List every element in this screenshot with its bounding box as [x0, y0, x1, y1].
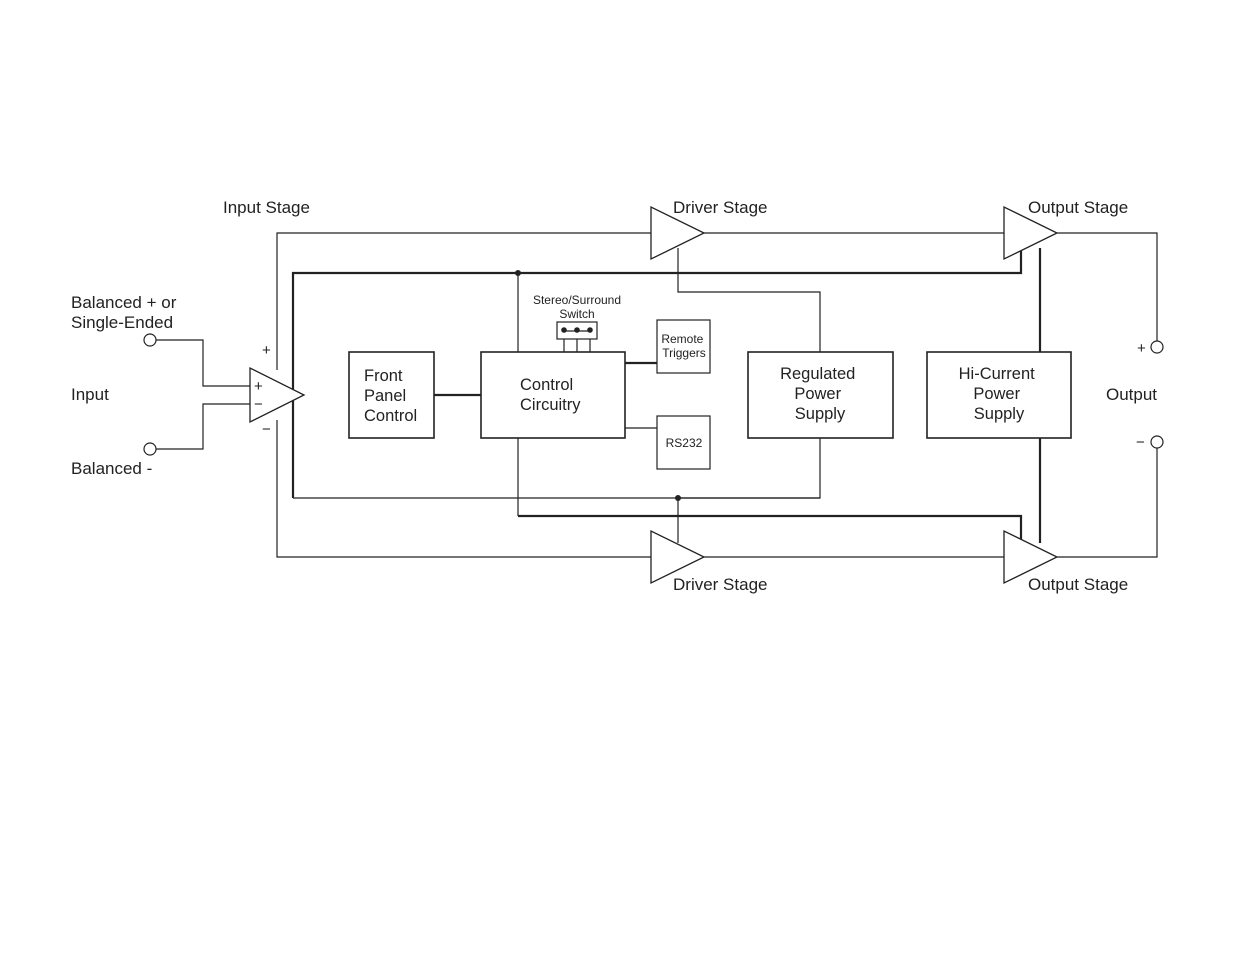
input-amp-plus-outer: + — [262, 342, 271, 359]
wire-input-plus — [156, 339, 250, 387]
wire-top-output-to-terminal — [1057, 232, 1158, 341]
input-stage-label: Input Stage — [223, 198, 310, 217]
remote-line2: Triggers — [662, 346, 706, 360]
regulated-power-supply-box — [747, 351, 894, 439]
driver-stage-top-label: Driver Stage — [673, 198, 767, 217]
hicurrent-line3: Supply — [974, 405, 1025, 423]
driver-stage-bottom-triangle — [650, 529, 706, 585]
output-plus-terminal — [1150, 340, 1164, 354]
output-minus-terminal — [1150, 435, 1164, 449]
output-plus-sign: + — [1137, 340, 1146, 357]
junction-dot-bottom — [675, 495, 681, 501]
front-panel-line2: Panel — [364, 387, 406, 405]
control-circuitry-label: Control Circuitry — [520, 376, 581, 414]
input-amp-minus-inner: − — [254, 396, 263, 413]
wire-regulated-to-top-driver — [677, 248, 821, 352]
input-amp-minus-outer: − — [262, 421, 271, 438]
signal-wires — [156, 232, 1158, 558]
remote-triggers-label: Remote Triggers — [661, 332, 706, 360]
switch-pin-3 — [587, 327, 593, 333]
control-buses — [291, 248, 1042, 543]
output-stage-top-label: Output Stage — [1028, 198, 1128, 217]
remote-triggers-box — [656, 319, 711, 374]
output-stage-bottom-triangle — [1003, 529, 1059, 585]
switch-label-line1: Stereo/Surround — [533, 293, 621, 307]
output-stage-top-triangle — [1003, 205, 1059, 261]
input-plus-label-line1: Balanced + or — [71, 293, 177, 312]
control-line2: Circuitry — [520, 396, 581, 414]
regulated-line2: Power — [794, 385, 841, 403]
junction-dot-top — [515, 270, 521, 276]
front-panel-control-box — [348, 351, 435, 439]
wire-bottom-output-to-terminal — [1057, 448, 1158, 558]
rs232-line1: RS232 — [666, 436, 703, 450]
input-minus-label: Balanced - — [71, 459, 152, 478]
wire-input-to-top-driver — [276, 232, 651, 370]
output-stage-bottom-label: Output Stage — [1028, 575, 1128, 594]
switch-pin-1 — [561, 327, 567, 333]
input-plus-label-line2: Single-Ended — [71, 313, 173, 332]
control-circuitry-box — [480, 351, 626, 439]
regulated-line3: Supply — [795, 405, 846, 423]
input-label: Input — [71, 385, 109, 404]
control-line1: Control — [520, 376, 573, 394]
remote-line1: Remote — [661, 332, 703, 346]
driver-stage-bottom-label: Driver Stage — [673, 575, 767, 594]
input-amp-plus-inner: + — [254, 378, 263, 395]
regulated-line1: Regulated — [780, 365, 855, 383]
bus-top — [291, 248, 1023, 498]
switch-label-line2: Switch — [559, 307, 594, 321]
rs232-label: RS232 — [666, 436, 703, 450]
wire-input-to-bottom-driver — [276, 420, 651, 558]
hicurrent-line1: Hi-Current — [959, 365, 1036, 383]
hicurrent-line2: Power — [973, 385, 1020, 403]
rs232-box — [656, 415, 711, 470]
input-plus-terminal — [143, 333, 157, 347]
output-label: Output — [1106, 385, 1157, 404]
hi-current-power-supply-box — [926, 351, 1072, 439]
wire-input-minus — [156, 403, 250, 450]
front-panel-control-label: Front Panel Control — [364, 367, 417, 425]
regulated-power-supply-label: Regulated Power Supply — [780, 365, 860, 423]
output-minus-sign: − — [1136, 434, 1145, 451]
switch-pin-2 — [574, 327, 580, 333]
driver-stage-top-triangle — [650, 205, 706, 261]
input-amplifier-triangle — [249, 366, 306, 424]
front-panel-line3: Control — [364, 407, 417, 425]
input-minus-terminal — [143, 442, 157, 456]
front-panel-line1: Front — [364, 367, 403, 385]
bus-lower — [518, 514, 1023, 543]
hi-current-power-supply-label: Hi-Current Power Supply — [959, 365, 1040, 423]
